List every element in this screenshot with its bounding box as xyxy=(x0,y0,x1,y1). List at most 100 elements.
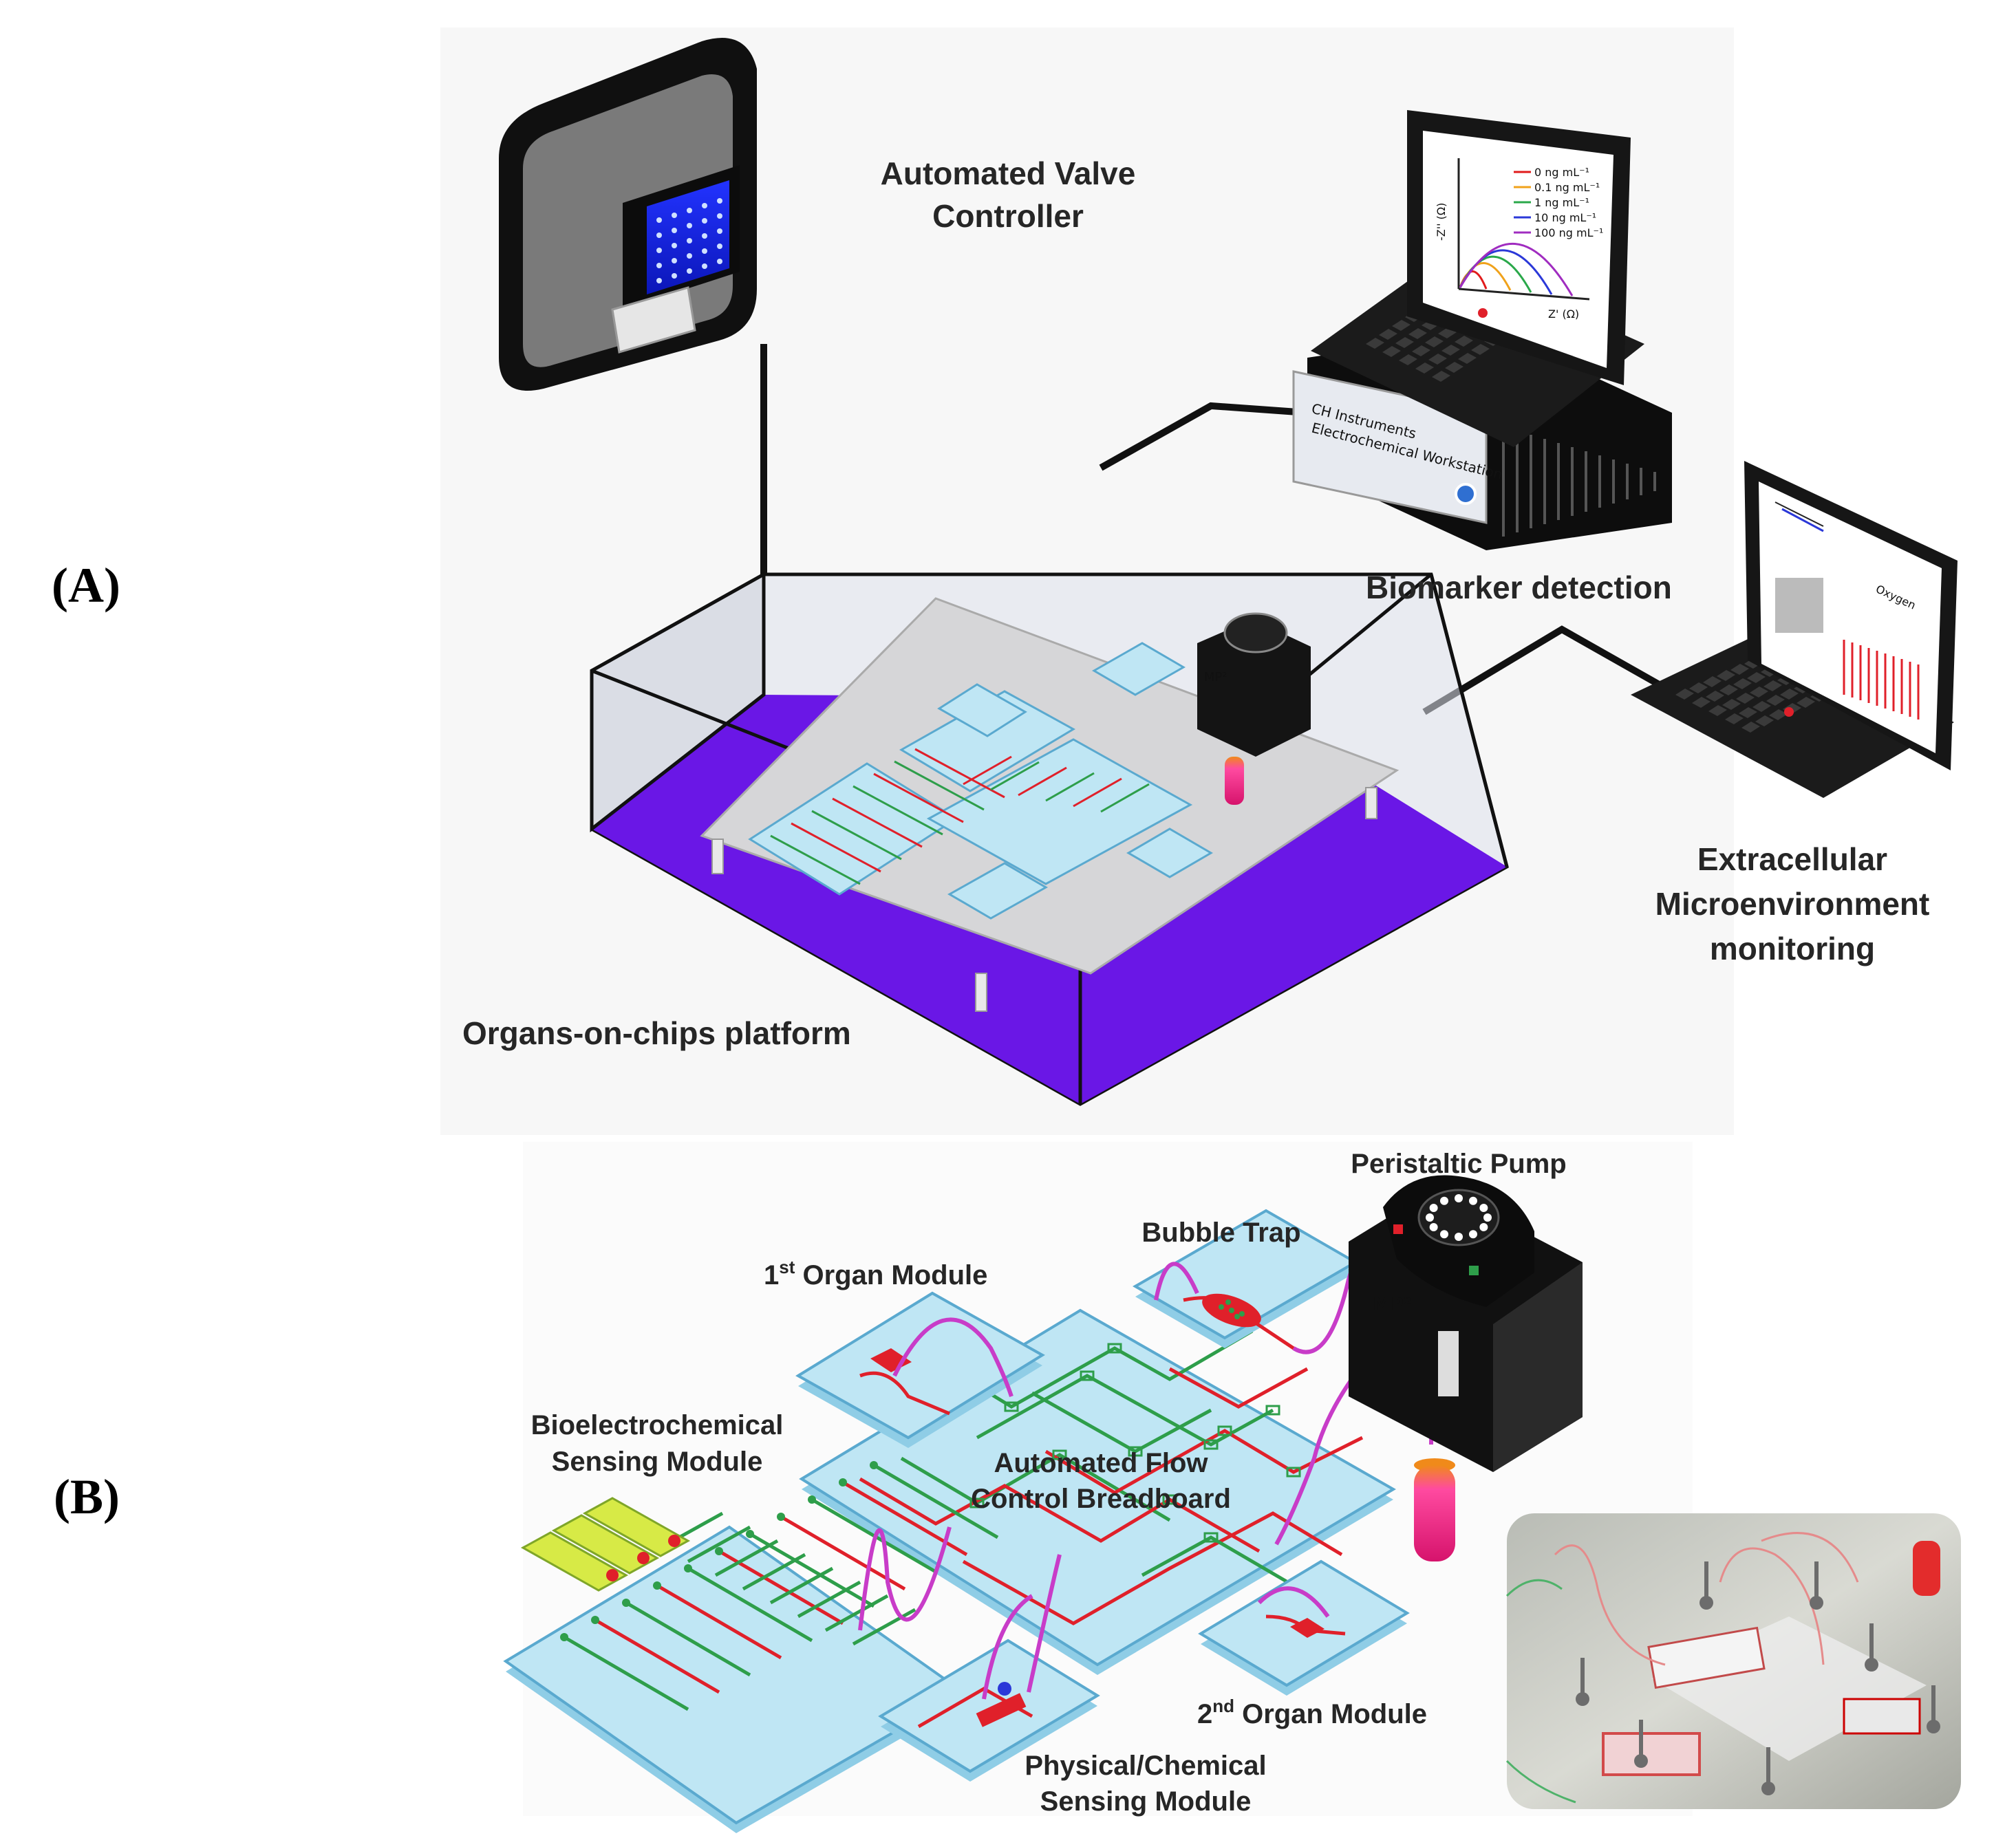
sensing-node xyxy=(746,1530,754,1538)
channel-junction xyxy=(1203,1532,1219,1543)
workstation-power-button xyxy=(1455,483,1477,505)
mini-channel xyxy=(1073,777,1122,808)
laptop2-key xyxy=(1706,691,1724,702)
breadboard-channel xyxy=(962,1511,1343,1625)
organs-on-chips-enclosure: MP² xyxy=(590,571,1509,1106)
sensing-chip xyxy=(503,1461,999,1833)
physical-sensor-probe xyxy=(998,1682,1011,1696)
sensing-node xyxy=(715,1547,723,1555)
controller-connector-block xyxy=(611,286,696,354)
sensing-channel xyxy=(687,1525,751,1564)
pump-roller xyxy=(1426,1213,1434,1222)
sensing-channel xyxy=(563,1635,689,1711)
mini-chip xyxy=(926,738,1193,885)
led-dot xyxy=(672,228,677,233)
platform-mini-pump: MP² xyxy=(1197,612,1311,805)
photo-standoff xyxy=(1931,1685,1935,1727)
led-dot xyxy=(717,228,722,234)
led-dot xyxy=(702,248,707,254)
photo-reservoir xyxy=(1913,1541,1940,1596)
workstation-laptop: 0 ng mL⁻¹0.1 ng mL⁻¹1 ng mL⁻¹10 ng mL⁻¹1… xyxy=(1311,110,1644,447)
extracellular-label-line3: monitoring xyxy=(1710,931,1875,966)
sensing-channel xyxy=(742,1553,806,1591)
sensing-node xyxy=(622,1599,630,1607)
mini-chip xyxy=(937,683,1027,737)
led-dots xyxy=(656,198,722,283)
mini-channel xyxy=(852,785,943,836)
led-dot xyxy=(656,263,662,268)
mini-channel xyxy=(1100,783,1150,813)
laptop1-screen xyxy=(1423,131,1613,368)
laptop1-key xyxy=(1441,345,1460,356)
laptop1-key xyxy=(1408,328,1427,339)
laptop2-key xyxy=(1733,678,1752,689)
mini-reservoir xyxy=(1225,757,1244,805)
sensing-node xyxy=(653,1581,661,1590)
valve-controller xyxy=(499,38,757,391)
physical-label-line2: Sensing Module xyxy=(1040,1786,1252,1817)
pump-label: Peristaltic Pump xyxy=(1351,1149,1566,1179)
led-dot xyxy=(717,198,722,204)
led-dot xyxy=(672,258,677,263)
mini-channel xyxy=(811,810,902,861)
photo-standoff xyxy=(1766,1747,1770,1788)
organ1-label-text: Organ Module xyxy=(795,1260,987,1290)
laptop2-cell-image xyxy=(1775,578,1823,633)
sensing-node xyxy=(870,1461,878,1469)
laptop2-key xyxy=(1763,680,1782,691)
organ1-chip xyxy=(795,1291,1045,1448)
photo-standoff xyxy=(1869,1623,1874,1665)
mini-chip xyxy=(1126,828,1213,878)
laptop2-key xyxy=(1692,697,1711,708)
led-dot xyxy=(687,238,692,244)
physical-label-line1: Physical/Chemical xyxy=(1025,1751,1266,1781)
laptop2-key xyxy=(1730,664,1749,675)
laptop2-key xyxy=(1717,670,1735,681)
channel-junction xyxy=(1080,1370,1095,1381)
peristaltic-pump: MP² xyxy=(1349,1175,1583,1472)
nyquist-xlabel: Z' (Ω) xyxy=(1548,307,1579,321)
led-dot xyxy=(702,233,707,239)
mini-pump-brand: MP² xyxy=(1204,670,1227,684)
pump-roller xyxy=(1483,1213,1492,1222)
mini-channel xyxy=(791,822,881,873)
channel-junction xyxy=(1004,1401,1019,1412)
pump-brand: MP² xyxy=(1373,1295,1411,1315)
laptop1-key xyxy=(1455,336,1473,347)
electrode-strip xyxy=(551,1514,660,1575)
laptop1-key xyxy=(1412,345,1430,356)
electrode-strip xyxy=(582,1497,691,1557)
breadboard-label-line2: Control Breadboard xyxy=(971,1484,1231,1514)
led-dot xyxy=(702,263,707,269)
laptop1-key xyxy=(1366,338,1384,349)
bubble-trap-chip xyxy=(1133,1209,1358,1350)
laptop2-key xyxy=(1741,722,1760,733)
laptop1-key xyxy=(1425,336,1444,347)
led-dot xyxy=(717,259,722,264)
physical-sensing-chip xyxy=(878,1639,1100,1782)
monitoring-laptop: Oxygen xyxy=(1631,461,1958,798)
laptop1-key xyxy=(1471,344,1490,355)
laptop1-key xyxy=(1395,337,1414,348)
channel-junction xyxy=(1217,1425,1232,1436)
electrode-pad xyxy=(606,1569,619,1581)
pump-roller xyxy=(1479,1223,1488,1231)
pump-roller xyxy=(1455,1233,1463,1241)
laptop2-key xyxy=(1739,707,1757,718)
mini-channel xyxy=(894,760,985,811)
sensing-channel xyxy=(625,1601,751,1677)
breadboard-channel xyxy=(976,1374,1274,1447)
mini-channel xyxy=(914,748,1005,799)
nyquist-legend-label: 0.1 ng mL⁻¹ xyxy=(1534,181,1600,194)
laptop1-key xyxy=(1392,320,1411,331)
controller-led-matrix xyxy=(647,180,729,294)
pump-outlet xyxy=(1469,1266,1479,1275)
channel-junction xyxy=(1052,1449,1067,1460)
led-dot xyxy=(702,218,707,224)
laptop2-screen xyxy=(1759,482,1942,753)
organ1-label-sup: st xyxy=(779,1257,795,1277)
bubble-trap-label: Bubble Trap xyxy=(1141,1218,1300,1248)
photo-standoff xyxy=(1814,1561,1819,1603)
photo-standoff xyxy=(1704,1561,1708,1603)
organ2-chamber xyxy=(1290,1618,1325,1638)
